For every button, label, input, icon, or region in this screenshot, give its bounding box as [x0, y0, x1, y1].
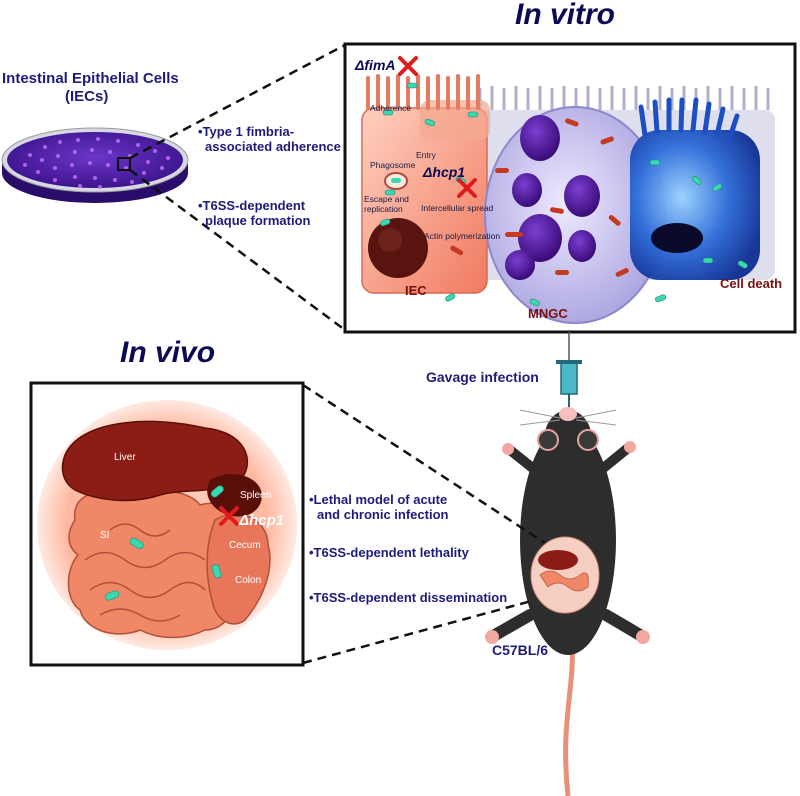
in-vivo-panel — [29, 381, 305, 667]
in-vitro-panel — [343, 42, 797, 334]
label-intercellular-spread: Intercellular spread — [421, 203, 494, 213]
dish-title-line2: (IECs) — [65, 88, 109, 105]
label-liver: Liver — [114, 452, 136, 463]
dead-cell-nucleus — [651, 223, 703, 253]
label-adherence: Adherence — [370, 103, 412, 113]
vivo-bullet1-line2: and chronic infection — [317, 507, 449, 522]
label-mutant-hcp1-invitro: Δhcp1 — [423, 164, 466, 180]
label-iec: IEC — [405, 283, 427, 298]
label-phagosome: Phagosome — [370, 160, 416, 170]
heading-in-vivo: In vivo — [120, 336, 216, 369]
label-spleen: Spleen — [240, 490, 272, 501]
label-mngc: MNGC — [528, 306, 568, 321]
syringe — [556, 330, 582, 408]
label-escape-line1: Escape and — [364, 194, 409, 204]
dead-cell-microvilli — [638, 97, 740, 143]
vivo-bullet3: •T6SS-dependent dissemination — [309, 590, 508, 605]
label-cecum: Cecum — [229, 540, 261, 551]
heading-in-vitro: In vitro — [515, 0, 616, 31]
vivo-bullet2: •T6SS-dependent lethality — [309, 545, 469, 560]
zoom-line-vivo-bottom — [302, 598, 536, 665]
iec-microvilli — [366, 74, 480, 110]
label-mouse-strain: C57BL/6 — [492, 642, 549, 658]
label-si: SI — [100, 530, 110, 541]
dish-title-line1: Intestinal Epithelial Cells — [2, 70, 179, 87]
mouse — [485, 407, 650, 796]
zoom-line-top — [129, 43, 346, 160]
label-cell-death: Cell death — [720, 276, 783, 291]
intestines — [67, 490, 243, 639]
dish-bullet2-line2: plaque formation — [205, 213, 311, 228]
bacteria-group — [380, 82, 748, 307]
whiskers — [519, 409, 617, 426]
label-entry: Entry — [416, 150, 436, 160]
label-actin-polymerization: Actin polymerization — [424, 231, 501, 241]
dish-bullet2-line1: •T6SS-dependent — [198, 198, 306, 213]
zoom-line-vivo-top — [302, 383, 546, 545]
dead-cell — [630, 130, 760, 280]
label-gavage-infection: Gavage infection — [426, 369, 539, 385]
x-mark-hcp1-invitro — [457, 178, 477, 198]
plaque-spots — [23, 137, 170, 189]
vivo-bullet1-line1: •Lethal model of acute — [309, 492, 448, 507]
spleen — [207, 474, 262, 517]
dish-bullet1-line2: associated adherence — [205, 139, 341, 154]
actin-tailed-bacteria — [450, 118, 629, 277]
x-mark-fima — [398, 56, 418, 76]
zoom-square — [117, 157, 131, 171]
dish-bullet1-line1: •Type 1 fimbria- — [198, 124, 295, 139]
label-mutant-fima: ΔfimA — [355, 57, 396, 73]
mngc-nuclei — [505, 115, 600, 280]
cecum-colon — [206, 513, 271, 625]
zoom-line-bottom — [129, 168, 346, 332]
label-escape-line2: replication — [364, 204, 403, 214]
vivo-bacteria — [105, 485, 224, 601]
petri-dish — [1, 127, 189, 203]
label-colon: Colon — [235, 575, 262, 586]
label-mutant-hcp1-invivo: Δhcp1 — [239, 512, 285, 529]
x-mark-hcp1-invivo — [219, 506, 239, 526]
